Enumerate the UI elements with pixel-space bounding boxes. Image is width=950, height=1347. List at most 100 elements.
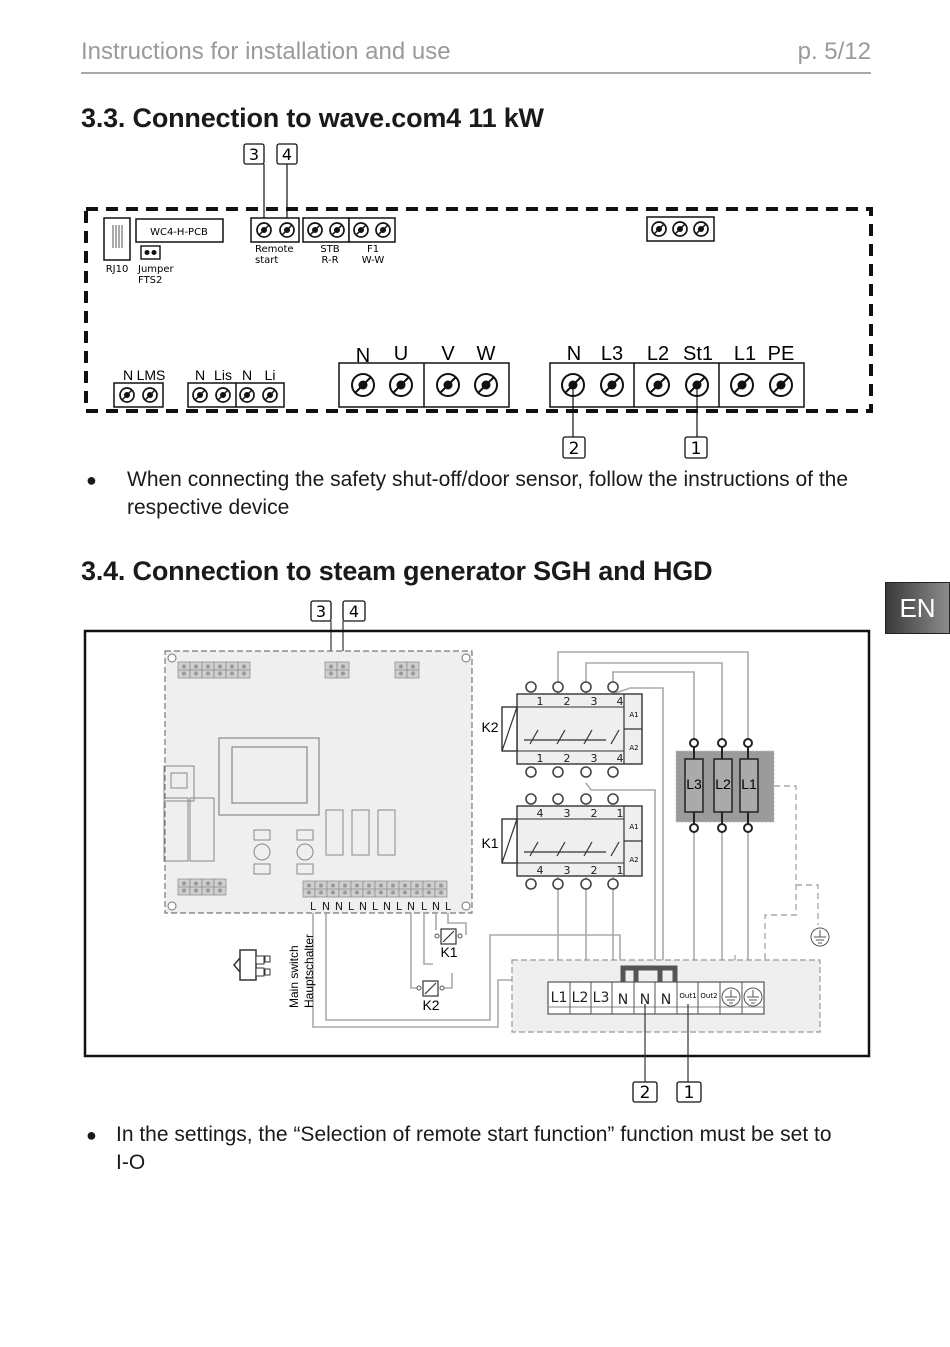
language-tab-en[interactable]: EN bbox=[885, 582, 950, 634]
svg-text:L3: L3 bbox=[601, 343, 623, 365]
svg-text:A2: A2 bbox=[629, 856, 638, 864]
svg-text:2: 2 bbox=[591, 864, 598, 877]
svg-text:FTS2: FTS2 bbox=[138, 275, 162, 286]
svg-text:4: 4 bbox=[537, 864, 544, 877]
callout-2: 2 bbox=[632, 1081, 658, 1103]
control-pcb bbox=[163, 650, 473, 914]
svg-text:Hauptschalter: Hauptschalter bbox=[302, 934, 316, 1008]
svg-text:Remote: Remote bbox=[255, 244, 294, 255]
svg-text:L: L bbox=[396, 900, 403, 913]
callout-3: 3 bbox=[243, 143, 265, 165]
svg-text:L: L bbox=[445, 900, 452, 913]
svg-text:N: N bbox=[661, 992, 671, 1008]
svg-text:St1: St1 bbox=[683, 343, 713, 365]
bullet-icon: ● bbox=[86, 470, 97, 490]
svg-text:L1: L1 bbox=[741, 776, 757, 792]
svg-text:R-R: R-R bbox=[321, 255, 338, 266]
svg-text:3: 3 bbox=[591, 752, 598, 765]
svg-text:2: 2 bbox=[640, 1083, 651, 1103]
svg-text:Li: Li bbox=[265, 367, 276, 383]
svg-text:Jumper: Jumper bbox=[137, 264, 175, 275]
svg-text:2: 2 bbox=[564, 752, 571, 765]
svg-text:N: N bbox=[432, 900, 440, 913]
callout-1: 1 bbox=[684, 436, 708, 459]
coil-k1: K1 bbox=[434, 928, 463, 960]
svg-text:3: 3 bbox=[591, 695, 598, 708]
svg-text:L1: L1 bbox=[734, 343, 756, 365]
svg-text:1: 1 bbox=[537, 695, 544, 708]
svg-text:1: 1 bbox=[617, 807, 624, 820]
svg-text:WC4-H-PCB: WC4-H-PCB bbox=[150, 227, 208, 238]
callout-2: 2 bbox=[562, 436, 586, 459]
enclosure-outline bbox=[84, 207, 873, 413]
svg-text:LMS: LMS bbox=[137, 367, 166, 383]
svg-text:L2: L2 bbox=[572, 990, 589, 1006]
svg-text:L: L bbox=[310, 900, 317, 913]
pe-terminal-icon bbox=[743, 987, 763, 1007]
svg-text:Out1: Out1 bbox=[679, 992, 696, 1000]
section-heading-3-3: 3.3. Connection to wave.com4 11 kW bbox=[81, 103, 544, 133]
svg-text:L: L bbox=[348, 900, 355, 913]
svg-text:4: 4 bbox=[282, 145, 292, 164]
svg-text:K2: K2 bbox=[481, 719, 498, 735]
svg-text:L: L bbox=[372, 900, 379, 913]
terminal-n-lis-n-li: N Lis N Li bbox=[187, 367, 285, 408]
svg-text:RJ10: RJ10 bbox=[106, 264, 129, 275]
svg-text:3: 3 bbox=[249, 145, 259, 164]
pe-terminal-icon bbox=[721, 987, 741, 1007]
svg-text:W-W: W-W bbox=[362, 255, 385, 266]
header-divider bbox=[81, 72, 871, 74]
svg-text:L1: L1 bbox=[551, 990, 568, 1006]
svg-text:A2: A2 bbox=[629, 744, 638, 752]
svg-text:N: N bbox=[567, 343, 581, 365]
svg-text:N: N bbox=[640, 992, 650, 1008]
svg-text:L3: L3 bbox=[593, 990, 610, 1006]
stb-terminal: STB R-R bbox=[302, 217, 350, 266]
svg-text:1: 1 bbox=[684, 1083, 695, 1103]
svg-text:A1: A1 bbox=[629, 823, 638, 831]
svg-text:4: 4 bbox=[617, 752, 624, 765]
svg-text:K1: K1 bbox=[481, 835, 498, 851]
contactor-k1: 4 3 2 1 4 3 2 1 A1 A2 K1 bbox=[481, 793, 643, 890]
svg-text:2: 2 bbox=[569, 439, 580, 459]
generator-terminal-block: L1 L2 L3 N N N Out1 Out2 bbox=[547, 981, 765, 1015]
bullet-icon: ● bbox=[86, 1125, 97, 1145]
pcb-label-box: WC4-H-PCB bbox=[135, 218, 224, 243]
svg-text:STB: STB bbox=[320, 244, 339, 255]
svg-text:L2: L2 bbox=[715, 776, 731, 792]
svg-text:N: N bbox=[195, 367, 205, 383]
svg-text:start: start bbox=[255, 255, 278, 266]
svg-text:1: 1 bbox=[537, 752, 544, 765]
page-number: p. 5/12 bbox=[797, 38, 871, 65]
jumper-fts2: Jumper FTS2 bbox=[137, 245, 175, 286]
diagram-frame bbox=[83, 629, 871, 1058]
svg-text:Lis: Lis bbox=[214, 367, 232, 383]
svg-text:N: N bbox=[123, 367, 133, 383]
svg-text:L2: L2 bbox=[647, 343, 669, 365]
svg-text:N: N bbox=[335, 900, 343, 913]
coil-k2: K2 bbox=[416, 980, 445, 1013]
svg-text:Main switch: Main switch bbox=[287, 945, 301, 1008]
wiring-diagram-wave-com4: 3 4 RJ10 WC4-H-PCB Jumper FTS2 Remote st… bbox=[84, 143, 873, 459]
svg-text:V: V bbox=[441, 343, 455, 365]
svg-text:PE: PE bbox=[768, 343, 795, 365]
aux-terminal-3 bbox=[646, 216, 715, 242]
earth-icon bbox=[810, 927, 830, 947]
section-heading-3-4: 3.4. Connection to steam generator SGH a… bbox=[81, 556, 713, 586]
svg-text:Out2: Out2 bbox=[700, 992, 717, 1000]
svg-text:4: 4 bbox=[349, 602, 359, 621]
svg-text:W: W bbox=[477, 343, 496, 365]
svg-text:2: 2 bbox=[564, 695, 571, 708]
svg-text:K1: K1 bbox=[440, 944, 457, 960]
svg-text:L3: L3 bbox=[686, 776, 702, 792]
svg-text:3: 3 bbox=[316, 602, 326, 621]
contactor-k2: 1 2 3 4 1 2 3 4 A1 A2 K2 bbox=[481, 681, 643, 778]
neutral-bridge bbox=[620, 965, 678, 982]
pcb-terminal-labels: L N N L N L N L N L N L bbox=[310, 900, 452, 913]
wiring-diagram-steam-generator: 3 4 bbox=[83, 600, 871, 1103]
svg-text:N: N bbox=[383, 900, 391, 913]
callout-4: 4 bbox=[342, 600, 366, 622]
svg-text:3: 3 bbox=[564, 807, 571, 820]
svg-text:F1: F1 bbox=[367, 244, 379, 255]
callout-4: 4 bbox=[276, 143, 298, 165]
